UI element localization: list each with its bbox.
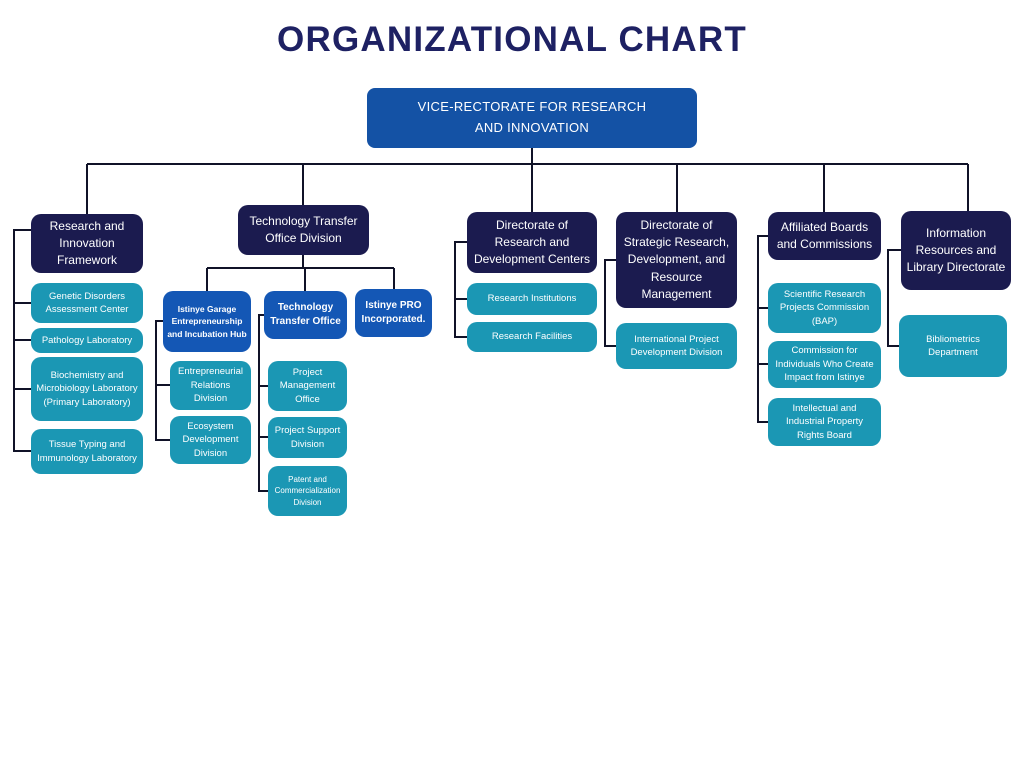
node-research-facilities: Research Facilities	[467, 322, 597, 352]
node-commission-individuals-impact-istinye: Commission for Individuals Who Create Im…	[768, 341, 881, 388]
branch-directorate-strategic-research: Directorate of Strategic Research, Devel…	[616, 212, 737, 308]
page-title: ORGANIZATIONAL CHART	[277, 20, 747, 59]
branch-information-resources-library: Information Resources and Library Direct…	[901, 211, 1011, 290]
node-bibliometrics-department: Bibliometrics Department	[899, 315, 1007, 377]
node-ecosystem-development-division: Ecosystem Development Division	[170, 416, 251, 464]
branch-research-innovation-framework: Research and Innovation Framework	[31, 214, 143, 273]
node-technology-transfer-office: Technology Transfer Office	[264, 291, 347, 339]
branch-directorate-research-development-centers: Directorate of Research and Development …	[467, 212, 597, 273]
node-biochemistry-microbiology-laboratory: Biochemistry and Microbiology Laboratory…	[31, 357, 143, 421]
node-international-project-development-division: International Project Development Divisi…	[616, 323, 737, 369]
node-intellectual-industrial-property-rights-board: Intellectual and Industrial Property Rig…	[768, 398, 881, 446]
branch-affiliated-boards-commissions: Affiliated Boards and Commissions	[768, 212, 881, 260]
root-node-vice-rectorate: VICE-RECTORATE FOR RESEARCH AND INNOVATI…	[367, 88, 697, 148]
node-tissue-typing-immunology-laboratory: Tissue Typing and Immunology Laboratory	[31, 429, 143, 474]
tree-connector-path	[13, 148, 969, 492]
node-genetic-disorders-assessment-center: Genetic Disorders Assessment Center	[31, 283, 143, 323]
node-patent-commercialization-division: Patent and Commercialization Division	[268, 466, 347, 516]
node-project-support-division: Project Support Division	[268, 417, 347, 458]
node-pathology-laboratory: Pathology Laboratory	[31, 328, 143, 353]
node-scientific-research-projects-commission-bap: Scientific Research Projects Commission …	[768, 283, 881, 333]
branch-technology-transfer-office-division: Technology Transfer Office Division	[238, 205, 369, 255]
node-istinye-garage-hub: Istinye Garage Entrepreneurship and Incu…	[163, 291, 251, 352]
node-istinye-pro-incorporated: Istinye PRO Incorporated.	[355, 289, 432, 337]
node-research-institutions: Research Institutions	[467, 283, 597, 315]
node-project-management-office: Project Management Office	[268, 361, 347, 411]
node-entrepreneurial-relations-division: Entrepreneurial Relations Division	[170, 361, 251, 410]
